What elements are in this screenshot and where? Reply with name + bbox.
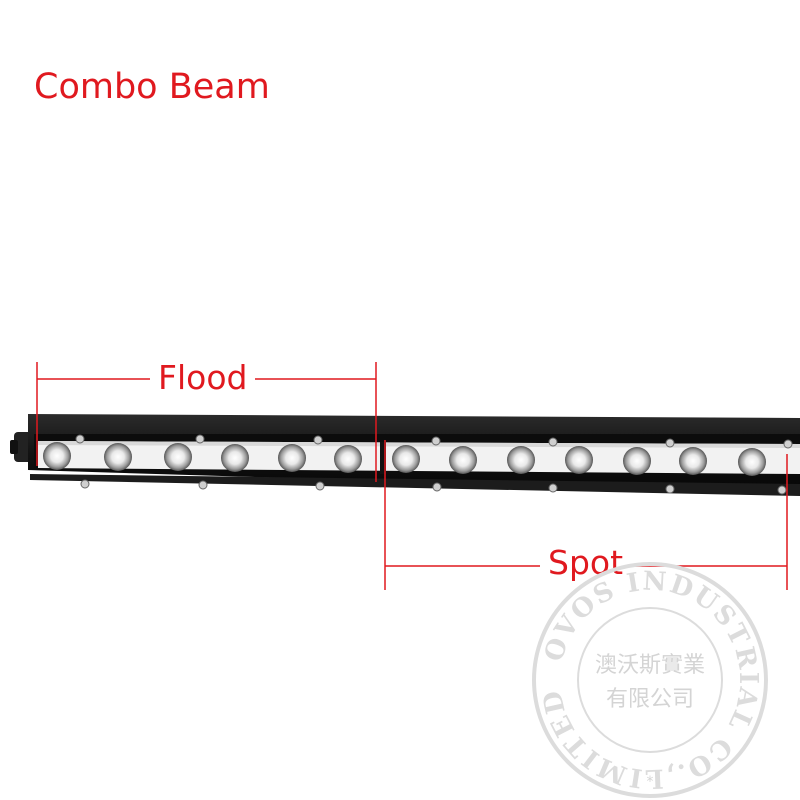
led xyxy=(507,446,535,474)
seal-line-2: 有限公司 xyxy=(606,687,694,712)
company-seal-watermark: OVOS INDUSTRIAL CO.,LIMITED 澳沃斯實業 有限公司 * xyxy=(532,562,768,798)
led xyxy=(392,445,420,473)
seal-ring-text: OVOS INDUSTRIAL CO.,LIMITED xyxy=(537,566,761,793)
flood-label: Flood xyxy=(150,361,256,394)
screws-top xyxy=(75,434,793,449)
led xyxy=(334,445,362,473)
led xyxy=(164,443,192,471)
screws-bottom xyxy=(80,479,787,495)
led xyxy=(679,447,707,475)
led xyxy=(221,444,249,472)
svg-text:OVOS INDUSTRIAL CO.,LIMITED: OVOS INDUSTRIAL CO.,LIMITED xyxy=(537,566,763,793)
led xyxy=(565,446,593,474)
led xyxy=(278,444,306,472)
led xyxy=(104,443,132,471)
led xyxy=(449,446,477,474)
led xyxy=(623,447,651,475)
led xyxy=(43,442,71,470)
seal-line-1: 澳沃斯實業 xyxy=(595,653,705,678)
seal-star: * xyxy=(647,774,654,790)
spot-label: Spot xyxy=(540,546,632,579)
led xyxy=(738,448,766,476)
page-title: Combo Beam xyxy=(34,67,270,107)
section-divider xyxy=(380,442,386,474)
led-row xyxy=(43,442,766,476)
